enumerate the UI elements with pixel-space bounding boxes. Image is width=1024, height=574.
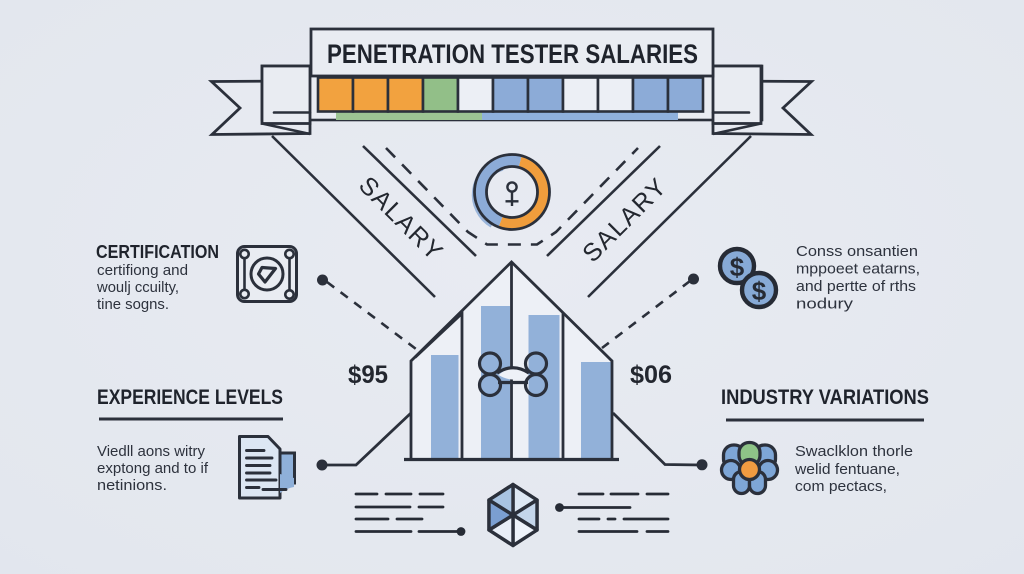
svg-text:PENETRATION TESTER SALARIES: PENETRATION TESTER SALARIES [327,39,698,69]
svg-text:and pertte of rths: and pertte of rths [796,278,916,295]
svg-text:SALARY: SALARY [577,172,673,268]
svg-text:$: $ [752,276,767,306]
svg-text:nodury: nodury [796,296,854,313]
svg-text:woulj ccuilty,: woulj ccuilty, [96,280,179,296]
svg-text:Swaclklon thorle: Swaclklon thorle [795,443,913,460]
svg-text:CERTIFICATION: CERTIFICATION [96,242,219,262]
svg-text:$95: $95 [348,361,388,389]
svg-text:EXPERIENCE LEVELS: EXPERIENCE LEVELS [97,386,283,409]
svg-text:$: $ [730,252,745,282]
svg-text:tine sogns.: tine sogns. [97,297,169,313]
svg-text:$06: $06 [630,361,672,389]
svg-text:Conss onsantien: Conss onsantien [796,243,918,260]
svg-text:Viedll aons witry: Viedll aons witry [97,444,206,460]
svg-text:INDUSTRY VARIATIONS: INDUSTRY VARIATIONS [721,386,929,409]
svg-text:welid fentuane,: welid fentuane, [794,461,900,478]
svg-text:exptong and to if: exptong and to if [97,461,209,477]
svg-text:netinions.: netinions. [97,478,167,494]
svg-text:certifiong and: certifiong and [97,263,188,279]
svg-text:mppoeet eatarns,: mppoeet eatarns, [796,261,920,278]
svg-text:com pectacs,: com pectacs, [795,478,887,495]
svg-text:SALARY: SALARY [353,171,449,267]
